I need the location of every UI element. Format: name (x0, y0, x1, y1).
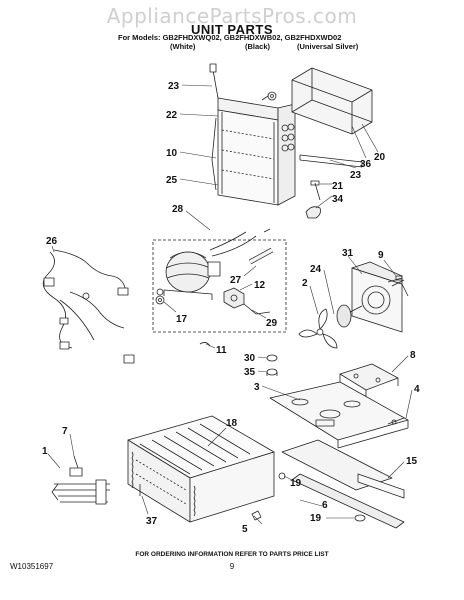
callout-1: 1 (42, 446, 48, 457)
wire-harness-drawing (42, 249, 135, 364)
connector-harness-drawing (51, 455, 110, 505)
callout-19a: 19 (290, 478, 302, 489)
models-line: For Models: GB2FHDXWQ02, GB2FHDXWB02, GB… (118, 33, 342, 42)
callout-labels: 23 22 10 25 28 26 27 12 17 29 11 30 35 3… (42, 81, 420, 535)
callout-10: 10 (166, 148, 178, 159)
callout-12: 12 (254, 280, 266, 291)
fan-blade-drawing (298, 308, 338, 349)
finish-white: (White) (170, 42, 196, 51)
callout-23b: 23 (350, 170, 362, 181)
page-number: 9 (229, 562, 235, 571)
callout-28: 28 (172, 204, 184, 215)
callout-8: 8 (410, 350, 416, 361)
callout-2: 2 (302, 278, 308, 289)
callout-22: 22 (166, 110, 178, 121)
drip-tray-drawing (281, 439, 405, 529)
document-part-number: W10351697 (10, 562, 54, 571)
callout-leaders (47, 84, 413, 525)
callout-23a: 23 (168, 81, 180, 92)
callout-24: 24 (310, 264, 322, 275)
ordering-note: FOR ORDERING INFORMATION REFER TO PARTS … (135, 551, 329, 558)
fan-bracket-drawing (351, 261, 409, 333)
callout-15: 15 (406, 456, 418, 467)
callout-37: 37 (146, 516, 158, 527)
finish-universal-silver: (Universal Silver) (297, 42, 359, 51)
callout-27: 27 (230, 275, 242, 286)
callout-30: 30 (244, 353, 256, 364)
callout-5: 5 (242, 524, 248, 535)
control-bracket-drawing (339, 363, 399, 398)
callout-4: 4 (414, 384, 420, 395)
callout-3: 3 (254, 382, 260, 393)
clip-drawing (199, 342, 211, 347)
callout-31: 31 (342, 248, 354, 259)
callout-18: 18 (226, 418, 238, 429)
callout-36: 36 (360, 159, 372, 170)
grommet-drawing (266, 354, 278, 376)
watermark: AppliancePartsPros.com (106, 4, 358, 28)
callout-7: 7 (62, 426, 68, 437)
compressor-assembly-outline (152, 239, 287, 333)
drier-tube-drawing (248, 228, 274, 265)
shroud-cover-drawing (291, 67, 373, 135)
screws-lower-drawing (251, 472, 366, 522)
callout-21: 21 (332, 181, 344, 192)
finish-black: (Black) (245, 42, 271, 51)
callout-34: 34 (332, 194, 344, 205)
base-pan-drawing (269, 381, 409, 449)
callout-19b: 19 (310, 513, 322, 524)
coil-assembly-drawing (127, 415, 275, 523)
compressor-drawing (155, 231, 257, 305)
callout-9: 9 (378, 250, 384, 261)
screw-clip-drawing (305, 180, 321, 219)
callout-25: 25 (166, 175, 178, 186)
callout-35: 35 (244, 367, 256, 378)
callout-29: 29 (266, 318, 278, 329)
fan-motor-drawing (336, 275, 403, 328)
callout-26: 26 (46, 236, 58, 247)
callout-11: 11 (216, 345, 227, 356)
start-relay-drawing (223, 287, 271, 315)
callout-20: 20 (374, 152, 386, 163)
callout-6: 6 (322, 500, 328, 511)
callout-17: 17 (176, 314, 188, 325)
condenser-coil-drawing (209, 63, 363, 206)
page-title: UNIT PARTS (190, 22, 274, 37)
